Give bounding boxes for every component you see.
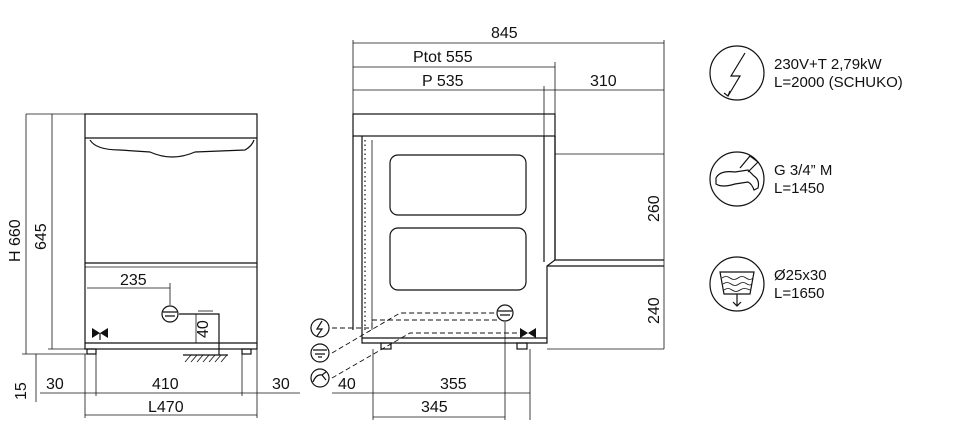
drain-icon-waves: [721, 276, 754, 292]
dim-total-width: L470: [148, 399, 184, 416]
conn-water-detail: [312, 371, 327, 383]
conn-line-drain: [331, 312, 497, 354]
spec-electric-line1: 230V+T 2,79kW: [774, 56, 883, 73]
dim-side-right: 30: [272, 376, 290, 393]
front-door-handle: [89, 139, 255, 158]
side-foot-left: [380, 342, 392, 350]
dim-drain-span: 345: [421, 399, 448, 416]
dim-depth-total: Ptot 555: [413, 49, 473, 66]
water-tap-icon: [709, 151, 765, 207]
dim-lower-height: 240: [646, 297, 663, 324]
spec-drain-line1: Ø25x30: [774, 267, 827, 284]
side-water-valve-icon: [520, 328, 536, 338]
dim-drain-height: 40: [195, 320, 212, 338]
drain-icon-basin: [719, 271, 755, 295]
front-view: 235 40 H 660 645 15 30 410 30 L470: [7, 113, 300, 418]
dim-height-total: H 660: [7, 219, 24, 262]
side-top-lid: [352, 113, 556, 137]
drain-icon-arrow: [732, 294, 742, 307]
dim-side-left: 30: [46, 376, 64, 393]
side-drain-icon-detail: [498, 310, 512, 316]
drain-icon: [709, 256, 765, 312]
front-body-outline: [84, 113, 258, 350]
conn-electric-bolt: [315, 320, 324, 337]
spec-drain-line2: L=1650: [774, 285, 824, 302]
front-foot-right: [241, 348, 252, 355]
front-drain-icon-detail: [163, 311, 177, 317]
dim-foot-span: 355: [440, 376, 467, 393]
dim-drain-offset: 235: [120, 272, 147, 289]
conn-drain-icon: [310, 343, 330, 363]
conn-line-electric: [332, 319, 498, 329]
side-foot-right: [516, 342, 528, 350]
electric-icon-bolt: [727, 52, 746, 97]
dim-inner-width: 410: [152, 376, 179, 393]
dim-height-body: 645: [33, 223, 50, 250]
spec-electric-line2: L=2000 (SCHUKO): [774, 74, 903, 91]
dim-upper-height: 260: [646, 195, 663, 222]
side-window-upper: [389, 154, 527, 216]
side-rear-open-line: [554, 136, 664, 261]
conn-line-water: [331, 332, 520, 379]
front-drain-icon: [161, 305, 179, 323]
electric-icon-arrow: [723, 90, 731, 97]
dim-depth-open: 845: [491, 25, 518, 42]
conn-water-icon: [310, 368, 330, 388]
dim-depth-body: P 535: [422, 73, 464, 90]
dim-rear-offset: 40: [338, 376, 356, 393]
conn-drain-detail: [313, 349, 327, 358]
water-tap-icon-handle: [739, 155, 759, 173]
spec-legend: 230V+T 2,79kW L=2000 (SCHUKO) G 3/4” M L…: [709, 45, 903, 312]
conn-electric-icon: [310, 318, 330, 338]
side-drain-icon: [496, 304, 514, 322]
water-tap-icon-body: [715, 169, 760, 191]
dim-feet-height: 15: [13, 382, 30, 400]
spec-water-line1: G 3/4” M: [774, 162, 832, 179]
front-drain-pipe: [179, 313, 220, 355]
dim-door-extension: 310: [590, 73, 617, 90]
side-view: 845 Ptot 555 P 535 310 260 240 40 355 34…: [310, 25, 665, 420]
electric-icon: [709, 45, 765, 101]
side-window-lower: [389, 227, 527, 291]
floor-hatch: [184, 354, 228, 363]
spec-water-line2: L=1450: [774, 180, 824, 197]
front-foot-left: [86, 348, 97, 355]
